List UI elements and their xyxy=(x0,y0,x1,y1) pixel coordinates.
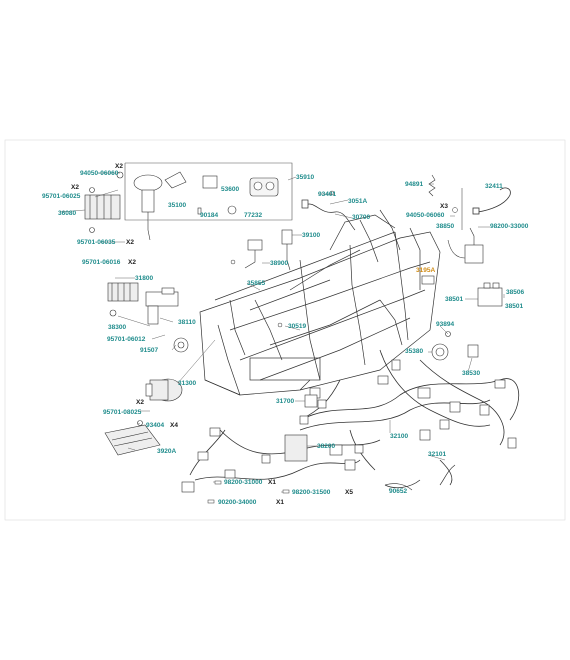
part-label: 94891 xyxy=(405,181,424,188)
starter-motor-31300 xyxy=(145,378,183,402)
part-label: 38530 xyxy=(462,370,481,377)
part-38530 xyxy=(467,344,479,358)
chassis-frame xyxy=(199,209,441,396)
ecu-3920a xyxy=(104,424,161,456)
diagram-border xyxy=(4,139,566,521)
part-label: 98200-33000 xyxy=(490,223,529,230)
ignition-switch-35100 xyxy=(133,174,163,241)
part-38300 xyxy=(109,309,117,317)
cable-32411 xyxy=(472,187,511,215)
part-label: 94050-06060 xyxy=(406,212,445,219)
quantity-label: X3 xyxy=(440,203,448,210)
part-label: 98200-31000 xyxy=(224,479,263,486)
part-label: 90200-34000 xyxy=(218,499,257,506)
part-label: 38850 xyxy=(436,223,455,230)
starter-relay-38850 xyxy=(447,227,484,264)
quantity-label: X2 xyxy=(136,399,144,406)
part-label: 30519 xyxy=(288,323,307,330)
part-label: 93894 xyxy=(436,321,455,328)
cable-32101 xyxy=(439,464,456,486)
relay-box-36080 xyxy=(84,171,124,233)
part-label: 32411 xyxy=(485,183,503,190)
part-label: 35855 xyxy=(247,280,266,287)
regulator-31800 xyxy=(107,282,139,302)
part-label: 38501 xyxy=(505,303,524,310)
horn-35380 xyxy=(431,343,449,361)
relay-38506 xyxy=(477,282,503,307)
part-label: 93401 xyxy=(318,191,337,198)
part-label: 3920A xyxy=(157,448,177,455)
part-label: 95701-08025 xyxy=(103,409,142,416)
gauge-cluster-35910 xyxy=(249,177,279,197)
part-label: 93404 xyxy=(146,422,165,429)
bracket-38110 xyxy=(145,287,179,325)
part-91507 xyxy=(173,337,189,353)
part-label: 38506 xyxy=(506,289,525,296)
part-label: 95701-06025 xyxy=(42,193,81,200)
spring-94891 xyxy=(428,174,436,197)
part-label: 32100 xyxy=(390,433,409,440)
part-label: 77232 xyxy=(244,212,263,219)
quantity-label: X2 xyxy=(128,259,136,266)
part-label: 94050-06060 xyxy=(80,170,119,177)
leader-lines xyxy=(59,172,505,493)
part-label: 31300 xyxy=(178,380,197,387)
quantity-label: X1 xyxy=(276,499,284,506)
strap-90652 xyxy=(384,483,413,491)
part-31700 xyxy=(304,394,318,408)
quantity-label: X2 xyxy=(126,239,134,246)
harness-connectors xyxy=(181,359,517,493)
part-label: 35380 xyxy=(405,348,424,355)
part-label: 38300 xyxy=(108,324,127,331)
sensor-cable-30700 xyxy=(301,199,356,231)
part-label: 38900 xyxy=(270,260,289,267)
part-label: 30700 xyxy=(352,214,371,221)
quantity-label: X1 xyxy=(268,479,276,486)
part-label: 53600 xyxy=(221,186,240,193)
quantity-label: X2 xyxy=(115,163,123,170)
part-label-highlighted: 3195A xyxy=(416,267,436,274)
part-label: 95701-06035 xyxy=(77,239,116,246)
part-label: 35910 xyxy=(296,174,315,181)
part-label: 31700 xyxy=(276,398,295,405)
part-label: 90652 xyxy=(389,488,408,495)
coil-39100 xyxy=(281,229,293,271)
quantity-label: X2 xyxy=(71,184,79,191)
part-label: 3051A xyxy=(348,198,368,205)
part-label: 38110 xyxy=(178,319,196,326)
part-label: 98200-31500 xyxy=(292,489,331,496)
fasteners xyxy=(207,190,458,504)
key-parts xyxy=(164,171,237,215)
sensor-3195a xyxy=(421,275,435,285)
connector-38900 xyxy=(244,239,263,269)
part-label: 91507 xyxy=(140,347,159,354)
part-label: 39100 xyxy=(302,232,321,239)
part-93404 xyxy=(137,420,143,426)
quantity-label: X4 xyxy=(170,422,178,429)
quantity-label: X5 xyxy=(345,489,353,496)
part-label: 36080 xyxy=(58,210,77,217)
part-label: 32101 xyxy=(428,451,447,458)
part-38200 xyxy=(284,434,308,462)
part-label: 95701-06012 xyxy=(107,336,146,343)
part-label: 38200 xyxy=(317,443,336,450)
part-label: 90184 xyxy=(200,212,219,219)
part-label: 31800 xyxy=(135,275,154,282)
part-label: 35100 xyxy=(168,202,187,209)
group-bracket-35910 xyxy=(124,162,293,221)
part-label: 38501 xyxy=(445,296,464,303)
part-label: 95701-06016 xyxy=(82,259,121,266)
